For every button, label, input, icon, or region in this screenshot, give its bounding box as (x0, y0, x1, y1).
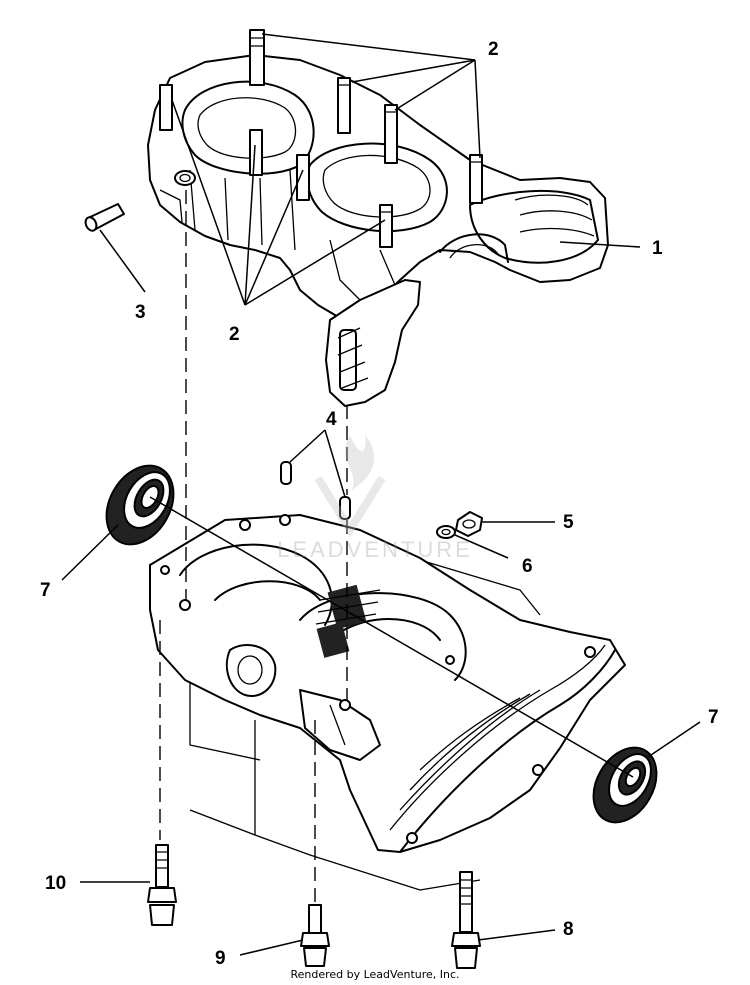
dowel-pin-4a (280, 461, 292, 485)
upper-crankcase (147, 29, 609, 407)
callout-3: 3 (135, 302, 146, 323)
callout-1: 1 (652, 238, 663, 259)
alignment-lines (149, 190, 634, 905)
dowel-pin-3 (84, 203, 125, 232)
callout-2-top: 2 (488, 39, 499, 60)
bolt-10 (147, 844, 177, 926)
leadventure-watermark: LEADVENTURE (277, 435, 473, 562)
callout-7-left: 7 (40, 580, 51, 601)
bolt-8 (451, 871, 481, 969)
callout-labels: 1 2 2 3 4 5 6 7 7 8 9 10 (40, 39, 719, 969)
footer-credit: Rendered by LeadVenture, Inc. (290, 968, 460, 981)
bolt-9 (300, 904, 330, 967)
callout-10: 10 (45, 873, 66, 894)
leader-lines (61, 33, 701, 956)
callout-7-right: 7 (708, 707, 719, 728)
cylinder-studs (159, 29, 483, 248)
callout-5: 5 (563, 512, 574, 533)
oil-seal-7-left (105, 464, 175, 546)
callout-4: 4 (326, 409, 337, 430)
callout-2-bottom: 2 (229, 324, 240, 345)
callout-8: 8 (563, 919, 574, 940)
oil-seal-7-right (592, 746, 658, 824)
washer-6 (436, 525, 456, 539)
lower-crankcase (149, 514, 626, 891)
watermark-text: LEADVENTURE (277, 537, 473, 562)
bolt-5 (455, 511, 483, 537)
callout-9: 9 (215, 948, 226, 969)
callout-6: 6 (522, 556, 533, 577)
